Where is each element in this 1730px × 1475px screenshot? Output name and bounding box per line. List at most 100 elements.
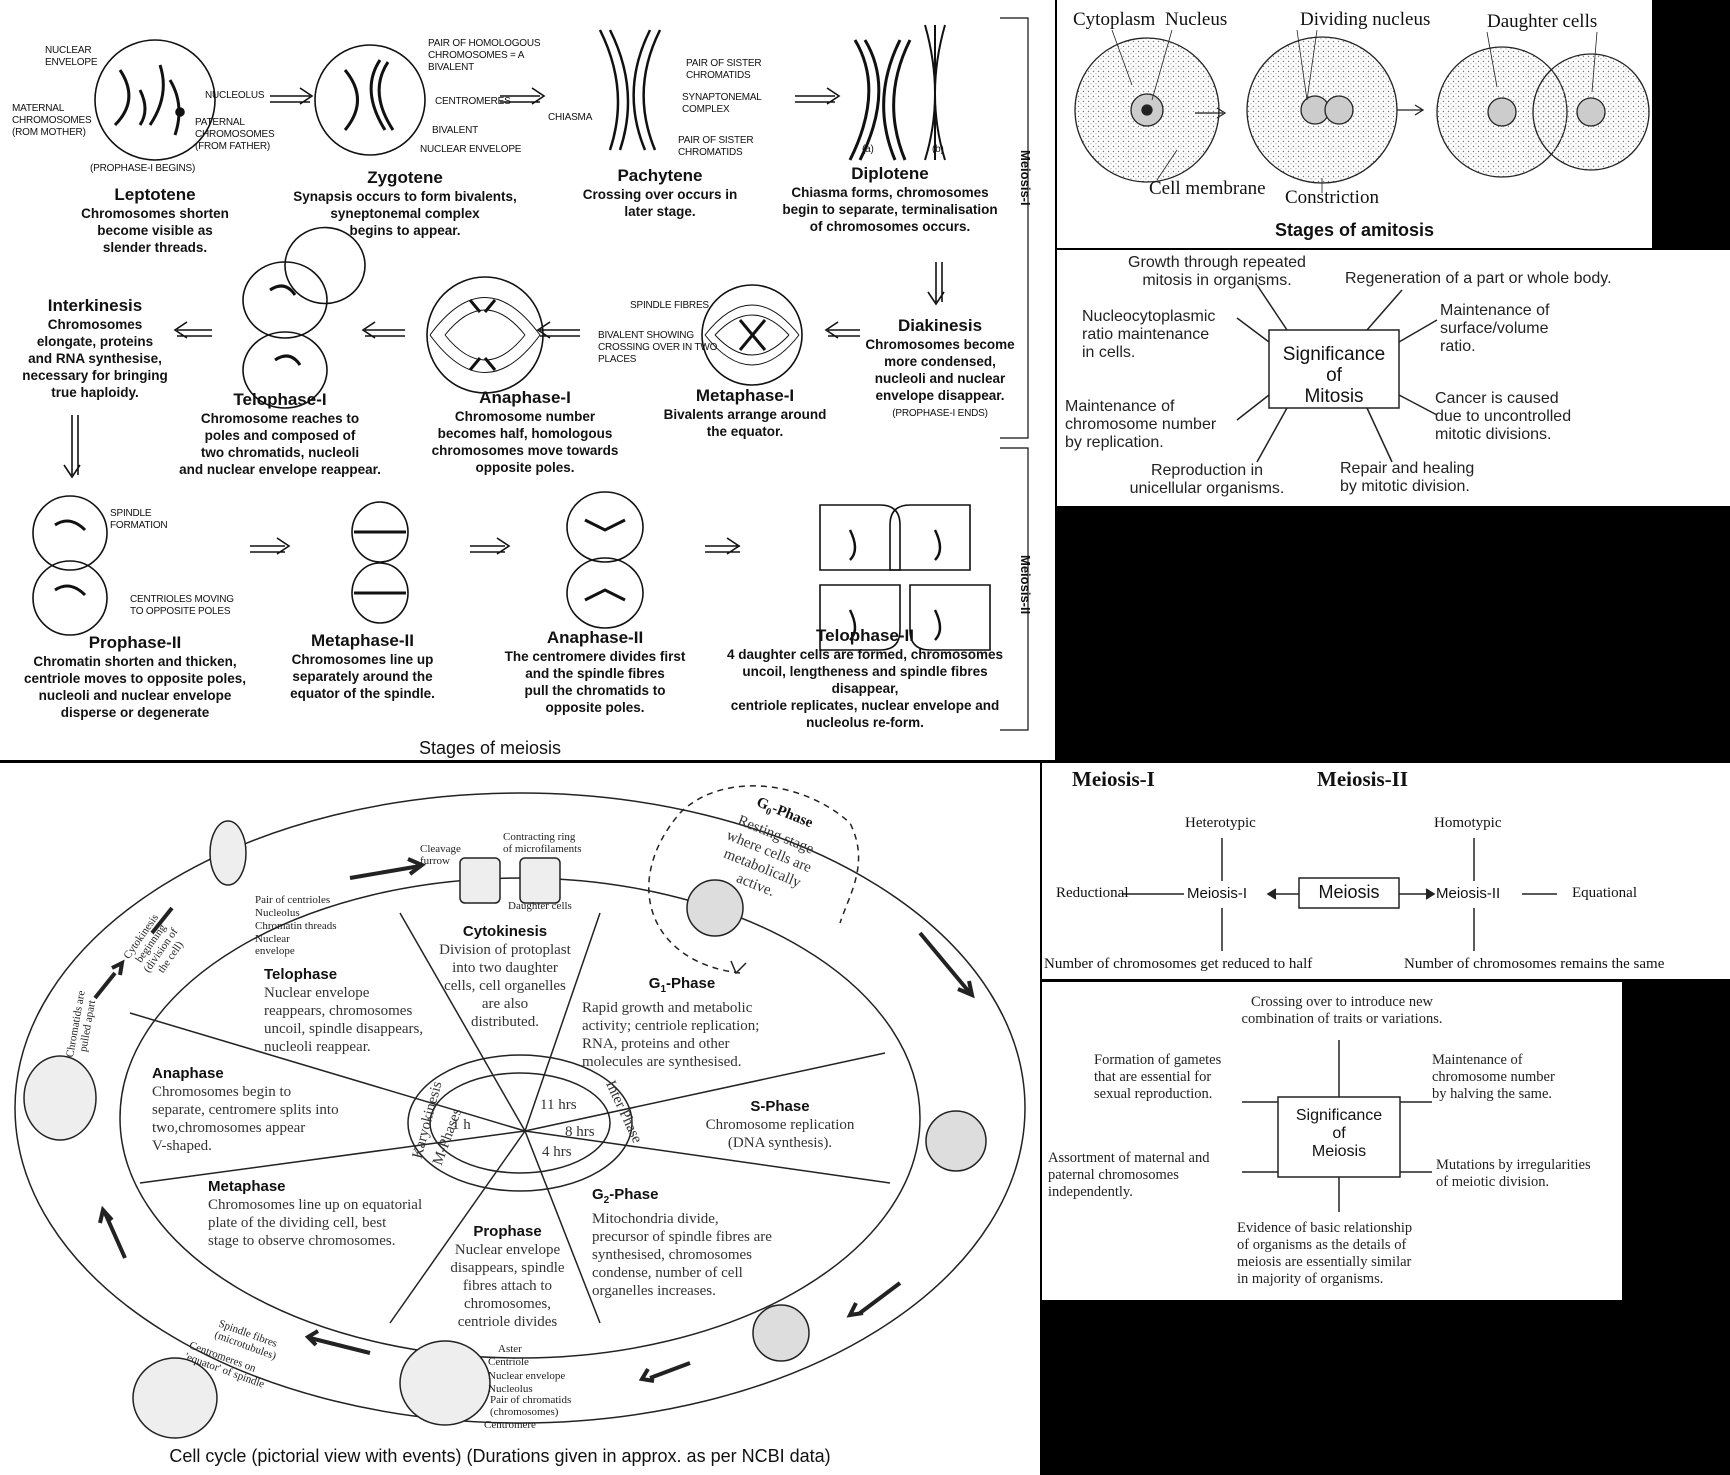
label-reductional: Reductional	[1056, 885, 1129, 901]
label-pair-chromatids: Pair of chromatids(chromosomes)	[490, 1394, 572, 1418]
duration-8hrs: 8 hrs	[565, 1124, 595, 1140]
amitosis-panel: Cytoplasm Nucleus Dividing nucleus Daugh…	[1057, 0, 1652, 248]
cell-cycle-drawings	[14, 785, 1026, 1439]
label-prophase-begins: (PROPHASE-I BEGINS)	[90, 163, 196, 174]
label-reduced-half: Number of chromosomes get reduced to hal…	[1044, 956, 1313, 972]
label-centriole: Centriole	[488, 1356, 529, 1368]
label-chiasma: CHIASMA	[548, 112, 593, 123]
label-daughter-cells: Daughter cells	[508, 900, 572, 912]
phase-metaphase: Metaphase Chromosomes line up on equator…	[208, 1178, 423, 1249]
phase-g2: G2-Phase Mitochondria divide,precursor o…	[592, 1186, 772, 1299]
label-nucleolus-2: Nucleolus	[488, 1383, 533, 1395]
label-nuc-envelope: Nuclear envelope	[488, 1370, 566, 1382]
amitosis-caption: Stages of amitosis	[1274, 220, 1435, 240]
amitosis-constriction: Constriction	[1285, 187, 1379, 208]
label-equational: Equational	[1572, 885, 1637, 901]
label-homotypic: Homotypic	[1434, 815, 1502, 831]
label-nucleolus: Nucleolus	[255, 907, 300, 919]
mitosis-significance-lines	[1236, 284, 1438, 463]
phase-s: S-Phase Chromosome replication(DNA synth…	[705, 1098, 855, 1151]
label-bivalent: BIVALENT	[432, 125, 479, 136]
duration-4hrs: 4 hrs	[542, 1144, 572, 1160]
meiosis-2-header: Meiosis-II	[1317, 767, 1408, 791]
label-remains-same: Number of chromosomes remains the same	[1404, 956, 1665, 972]
meiosis-drawings	[32, 17, 1029, 731]
meiosis-significance-lines	[1242, 1040, 1432, 1212]
label-nucleolus: NUCLEOLUS	[205, 90, 265, 101]
label-pair-centrioles: Pair of centrioles	[255, 894, 331, 906]
amitosis-cytoplasm: Cytoplasm	[1073, 9, 1156, 30]
label-spindle-fibres: SPINDLE FIBRES	[630, 300, 709, 311]
label-centromere: Centromere	[484, 1419, 536, 1431]
meiosis-1-header: Meiosis-I	[1072, 767, 1155, 791]
meiosis-caption: Stages of meiosis	[418, 738, 562, 758]
duration-11hrs: 11 hrs	[540, 1097, 577, 1113]
label-b: (b)	[932, 144, 944, 155]
stage-anaphase-2: Anaphase-II The centromere divides first…	[504, 628, 686, 715]
amitosis-daughter: Daughter cells	[1487, 11, 1598, 32]
meiosis-types-lines	[1122, 838, 1557, 951]
label-heterotypic: Heterotypic	[1185, 815, 1256, 831]
meiosis-types-panel: Meiosis-I Meiosis-II Heterotypic Homotyp…	[1042, 763, 1730, 979]
label-chromatin: Chromatin threads	[255, 920, 337, 932]
meiosis-1-side-label: Meiosis-I	[1018, 150, 1033, 206]
meiosis-2-side-label: Meiosis-II	[1018, 555, 1033, 615]
cell-cycle-caption: Cell cycle (pictorial view with events) …	[169, 1446, 831, 1466]
amitosis-nucleus: Nucleus	[1165, 9, 1228, 30]
amitosis-dividing: Dividing nucleus	[1300, 9, 1431, 30]
node-meiosis-2: Meiosis-II	[1436, 885, 1501, 902]
stage-telophase-2: Telophase-II 4 daughter cells are formed…	[726, 626, 1004, 730]
label-centromeres: CENTROMERES	[435, 96, 511, 107]
stage-zygotene: Zygotene Synapsis occurs to form bivalen…	[293, 168, 517, 238]
amitosis-drawings	[1074, 29, 1650, 193]
amitosis-membrane: Cell membrane	[1149, 178, 1266, 199]
label-nuclear-envelope-z: NUCLEAR ENVELOPE	[420, 144, 522, 155]
stage-prophase-2: Prophase-II Chromatin shorten and thicke…	[23, 633, 247, 720]
mitosis-regeneration: Regeneration of a part or whole body.	[1345, 270, 1612, 287]
label-aster: Aster	[498, 1343, 522, 1355]
